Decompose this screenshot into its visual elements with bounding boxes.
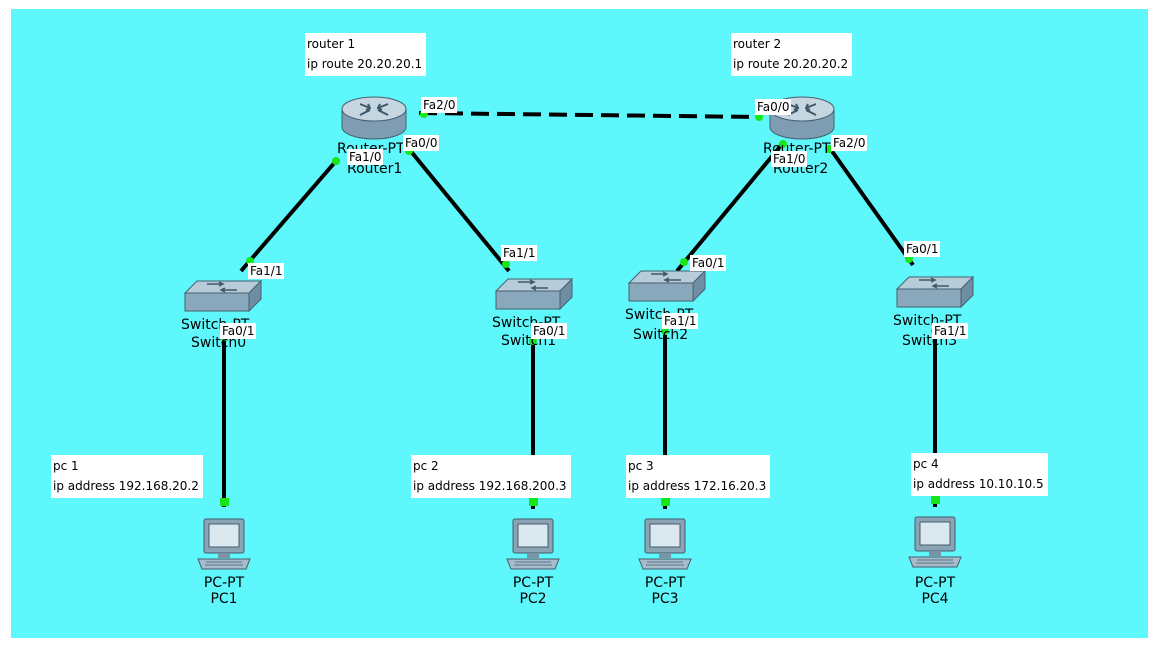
port-label-r2-fa2-0: Fa2/0 [831, 135, 868, 151]
logical-workspace[interactable]: Router-PT Router1 Router-PT Router2 Swit… [11, 9, 1148, 638]
port-label-r1-fa1-0: Fa1/0 [347, 149, 384, 165]
note-pc3-line1: pc 3 [628, 459, 654, 473]
note-router1[interactable]: router 1 ip route 20.20.20.1 [305, 33, 427, 76]
switch-icon[interactable] [183, 279, 263, 315]
switch-icon[interactable] [895, 275, 975, 311]
note-pc3-line2: ip address 172.16.20.3 [628, 479, 767, 493]
note-pc2-line1: pc 2 [413, 459, 439, 473]
link-light [680, 258, 688, 266]
link-light [661, 498, 670, 506]
note-pc1[interactable]: pc 1 ip address 192.168.20.2 [51, 455, 203, 498]
port-label-sw3-fa1-1: Fa1/1 [932, 323, 969, 339]
link-light [661, 327, 669, 335]
link-light [529, 337, 537, 345]
link-router2-switch2[interactable] [675, 141, 785, 273]
note-pc2-line2: ip address 192.168.200.3 [413, 479, 567, 493]
pc4-name: PC4 [921, 591, 949, 607]
note-pc2[interactable]: pc 2 ip address 192.168.200.3 [411, 455, 571, 498]
pc-icon[interactable] [905, 515, 965, 571]
pc4-label: PC-PT PC4 [897, 575, 973, 607]
switch2-name: Switch2 [633, 327, 689, 343]
port-label-r1-fa0-0: Fa0/0 [403, 135, 440, 151]
link-router1-switch0[interactable] [239, 159, 338, 273]
link-router1-switch1[interactable] [407, 147, 511, 273]
link-light [332, 157, 340, 165]
note-pc4[interactable]: pc 4 ip address 10.10.10.5 [911, 453, 1048, 496]
port-label-sw1-fa1-1: Fa1/1 [501, 245, 538, 261]
link-router1-router2[interactable] [418, 111, 760, 119]
switch0-name: Switch0 [191, 335, 247, 351]
router1-name: Router1 [347, 161, 403, 177]
link-light [220, 498, 229, 506]
port-label-r1-fa2-0: Fa2/0 [421, 97, 458, 113]
port-label-sw2-fa0-1: Fa0/1 [690, 255, 727, 271]
note-pc1-line1: pc 1 [53, 459, 79, 473]
pc3-name: PC3 [651, 591, 679, 607]
pc3-model: PC-PT [644, 575, 686, 591]
link-light [905, 255, 913, 263]
router-icon[interactable] [768, 95, 836, 141]
router-icon[interactable] [340, 95, 408, 141]
switch-icon[interactable] [627, 269, 707, 305]
note-pc4-line2: ip address 10.10.10.5 [913, 477, 1044, 491]
pc1-name: PC1 [210, 591, 238, 607]
link-light [755, 113, 763, 121]
pc1-model: PC-PT [203, 575, 245, 591]
port-label-sw2-fa1-1: Fa1/1 [662, 313, 699, 329]
pc2-model: PC-PT [512, 575, 554, 591]
note-router2[interactable]: router 2 ip route 20.20.20.2 [731, 33, 853, 76]
note-router1-line1: router 1 [307, 37, 356, 51]
pc-icon[interactable] [194, 517, 254, 573]
link-light [931, 496, 940, 504]
pc-icon[interactable] [503, 517, 563, 573]
note-router2-line2: ip route 20.20.20.2 [733, 57, 849, 71]
note-router1-line2: ip route 20.20.20.1 [307, 57, 423, 71]
link-light [529, 498, 538, 506]
pc2-name: PC2 [519, 591, 547, 607]
pc4-model: PC-PT [914, 575, 956, 591]
port-label-sw3-fa0-1: Fa0/1 [904, 241, 941, 257]
pc3-label: PC-PT PC3 [627, 575, 703, 607]
port-label-sw0-fa0-1: Fa0/1 [220, 323, 257, 339]
pc-icon[interactable] [635, 517, 695, 573]
note-pc4-line1: pc 4 [913, 457, 939, 471]
port-label-r2-fa1-0: Fa1/0 [771, 151, 808, 167]
switch-icon[interactable] [494, 277, 574, 313]
port-label-sw0-fa1-1: Fa1/1 [248, 263, 285, 279]
link-light [502, 260, 510, 268]
link-router2-switch3[interactable] [827, 145, 915, 267]
note-pc3[interactable]: pc 3 ip address 172.16.20.3 [626, 455, 771, 498]
pc2-label: PC-PT PC2 [495, 575, 571, 607]
port-label-r2-fa0-0: Fa0/0 [755, 99, 792, 115]
note-router2-line1: router 2 [733, 37, 782, 51]
note-pc1-line2: ip address 192.168.20.2 [53, 479, 199, 493]
link-light [779, 140, 787, 148]
port-label-sw1-fa0-1: Fa0/1 [531, 323, 568, 339]
pc1-label: PC-PT PC1 [186, 575, 262, 607]
